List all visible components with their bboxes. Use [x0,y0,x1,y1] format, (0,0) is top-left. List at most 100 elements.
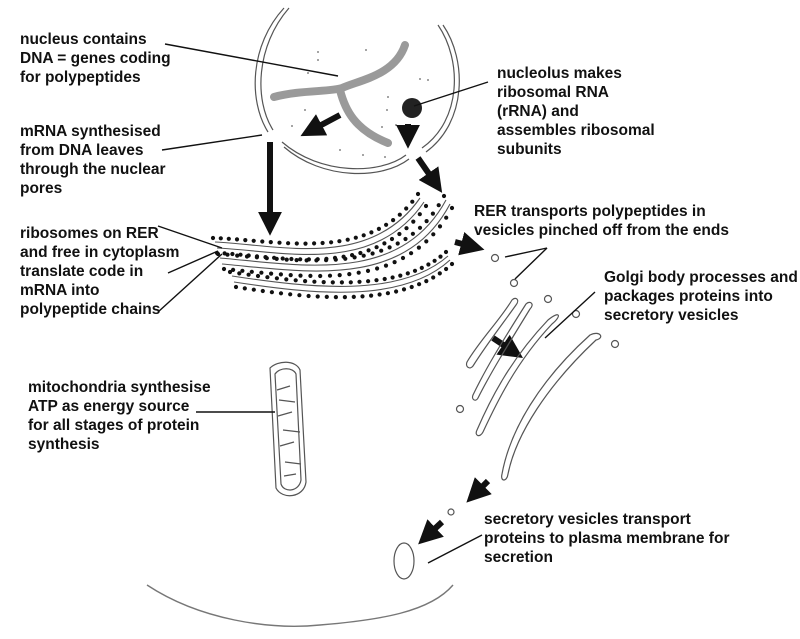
ribosome-dot [379,248,384,253]
ribosome-dot [303,241,308,246]
ribosome-dot [404,226,409,231]
ribosome-dot [260,239,265,244]
label-golgi: Golgi body processes and packages protei… [604,268,798,325]
label-line: mRNA synthesised [20,123,161,140]
ribosome-dot [377,292,382,297]
ribosome-dot [356,270,361,275]
ribosome-dot [237,271,242,276]
ribosome-dot [347,272,352,277]
ribosome-dot [398,273,403,278]
ribosome-dot [416,245,421,250]
ribosome-dot [397,231,402,237]
ribosome-dot [397,212,402,217]
ribosome-dot [436,203,441,208]
label-line: packages proteins into [604,288,773,305]
plasma-membrane [146,584,454,627]
label-line: for polypeptides [20,69,141,86]
ribosome-dot [370,251,375,256]
label-mitochondria: mitochondria synthesise ATP as energy so… [28,378,211,454]
ribosome-dot [337,239,342,244]
ribosome-dot [288,292,293,297]
label-line: proteins to plasma membrane for [484,530,730,547]
secretory-vesicle [393,542,415,580]
ribosome-dot [410,231,415,236]
ribosome-dot [278,291,284,296]
ribosome-dot [417,225,423,230]
ribosome-dot [329,240,334,245]
ribosome-dot [269,271,274,276]
label-line: and free in cytoplasm [20,244,180,261]
ribosome-dot [297,293,302,298]
label-line: (rRNA) and [497,103,579,120]
ribosome-dot [417,212,422,217]
ribosome-dot [353,235,358,240]
label-rer: RER transports polypeptides in vesicles … [474,202,729,240]
ribosome-dot [392,260,397,265]
ribosome-dot [231,267,236,272]
ribosome-dot [274,276,279,281]
ribosome-dot [366,248,371,253]
ribosome-dot [449,205,455,211]
ribosome-dot [382,276,387,282]
ribosome-dot [441,193,447,199]
label-secretory-vesicles: secretory vesicles transport proteins to… [484,510,729,567]
ribosome-dot [251,238,256,243]
ribosome-dot [293,278,298,283]
ribosome-dot [423,203,429,209]
ribosome-dot [337,273,342,278]
label-nucleolus: nucleolus makes ribosomal RNA (rRNA) and… [497,64,655,159]
ribosome-dot [255,273,261,279]
ribosome-dot [308,273,313,278]
ribosome-dot [269,290,274,295]
ribosome-dot [327,273,333,278]
ribosome-dot [284,277,289,282]
ribosome-dot [430,211,435,216]
label-line: DNA = genes coding [20,50,171,67]
ribosome-dot [412,268,418,273]
ribosome-dot [345,237,350,242]
ribosome-dot [284,257,289,262]
ribosome-dot [303,279,308,284]
ribosome-dot [417,282,422,287]
ribosome-dot [234,237,240,242]
label-line: assembles ribosomal [497,122,655,139]
ribosome-dot [431,275,436,280]
label-line: subunits [497,141,562,158]
ribosome-dot [405,271,410,276]
ribosome-dot [324,258,329,263]
ribosome-dot [298,257,303,262]
ribosome-dot [260,288,265,294]
label-line: for all stages of protein [28,417,200,434]
ribosome-dot [444,215,449,220]
ribosome-dot [221,266,227,272]
ribosome-dot [361,233,366,238]
ribosome-dot [314,258,319,263]
ribosome-dot [306,293,311,299]
ribosome-dot [391,218,396,223]
ribosome-dot [243,238,248,243]
ribosome-dot [312,279,317,284]
ribosome-dot [400,255,406,261]
nucleolus [402,98,422,118]
ribosome-dot [218,236,223,241]
ribosome-dot [385,291,390,296]
ribosome-dot [277,240,282,245]
ribosome-dot [411,219,416,224]
ribosome-dot [333,295,338,300]
label-line: vesicles pinched off from the ends [474,222,729,239]
ribosome-dot [268,240,273,245]
ribosome-dot [259,270,264,275]
label-line: polypeptide chains [20,301,161,318]
ribosome-dot [384,222,389,227]
ribosome-dot [431,232,436,237]
ribosome-dot [374,278,379,283]
ribosome-dot [389,236,395,242]
ribosome-dot [321,280,326,285]
label-line: ATP as energy source [28,398,190,415]
ribosome-dot [366,279,371,284]
ribosome-dot [401,287,407,292]
ribosome-dot [265,275,270,280]
ribosome-dot [251,287,256,292]
ribosome-dot [403,236,408,242]
ribosome-dot [369,230,374,235]
